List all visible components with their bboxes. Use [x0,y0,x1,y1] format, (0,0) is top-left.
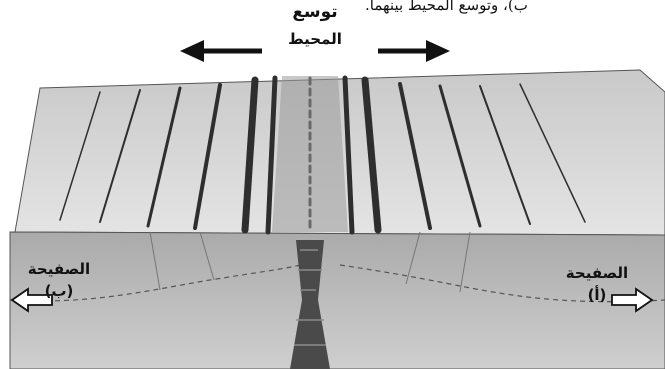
spreading-title-line1: توسع [270,2,360,22]
plate-b-label: الصفيحة (ب) [14,258,104,302]
plate-b-letter: (ب) [14,280,104,302]
plate-b-name: الصفيحة [14,258,104,280]
plate-a-label: الصفيحة (أ) [552,262,642,306]
arrow-left-icon [180,40,262,62]
caption-text: ب)، وتوسع المحيط بينهما. [365,0,665,18]
arrow-right-icon [378,40,450,62]
plate-a-letter: (أ) [552,284,642,306]
plate-a-name: الصفيحة [552,262,642,284]
rift-valley [272,76,348,232]
spreading-title-line2: المحيط [265,30,365,48]
